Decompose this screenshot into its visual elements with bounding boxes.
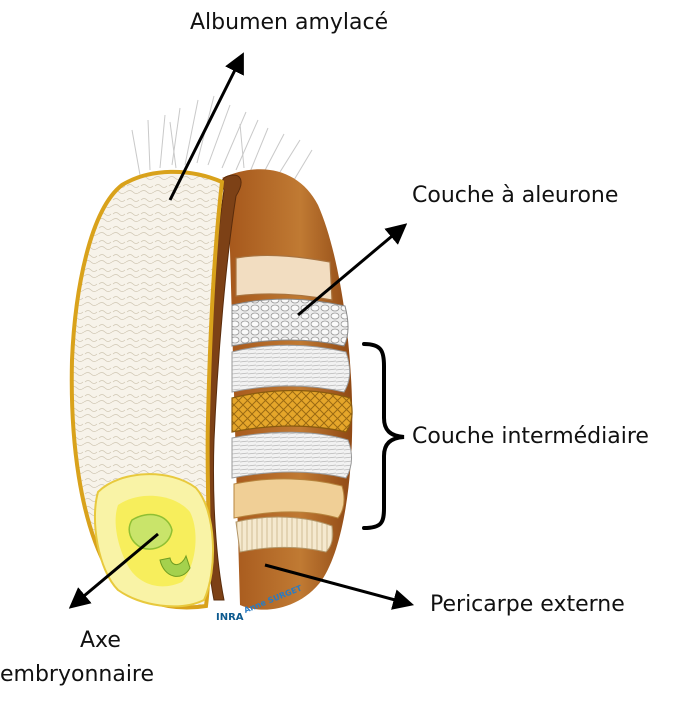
layer-cross-cells (232, 391, 352, 433)
brace-intermediaire (364, 344, 404, 528)
label-pericarpe-externe: Pericarpe externe (430, 594, 625, 616)
layer-epicarp (236, 517, 333, 552)
embryo (95, 474, 213, 606)
inra-credit-logo: INRA Anne SURGET (202, 604, 332, 630)
layer-tube-cells (232, 432, 352, 478)
label-embryonnaire: embryonnaire (0, 664, 154, 686)
label-couche-aleurone: Couche à aleurone (412, 185, 618, 207)
inra-logo-text: INRA (216, 612, 244, 623)
layer-mesocarp (234, 479, 344, 518)
layer-hyaline (232, 345, 350, 392)
label-couche-intermediaire: Couche intermédiaire (412, 426, 649, 448)
label-albumen-amylace: Albumen amylacé (190, 12, 388, 34)
layer-aleurone-cells (232, 299, 348, 346)
layer-aleurone-strip (236, 255, 332, 300)
label-axe: Axe (80, 630, 121, 652)
